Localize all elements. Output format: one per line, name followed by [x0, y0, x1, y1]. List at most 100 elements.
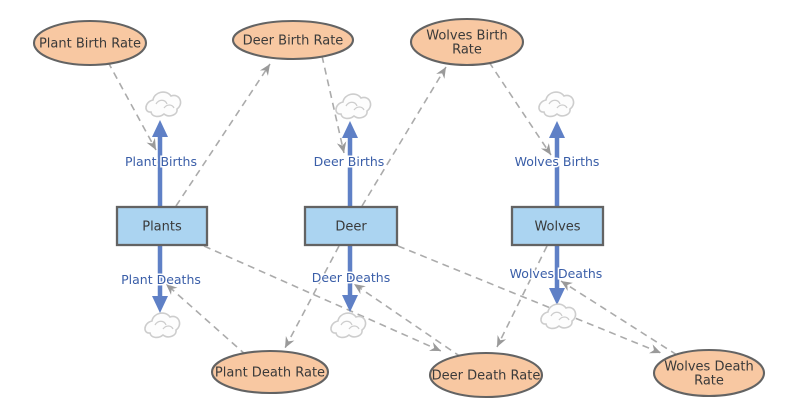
connector-plant-death-rate-to-plant-deaths[interactable] [163, 280, 247, 356]
cloud-puff [550, 311, 563, 317]
variable-ellipse[interactable] [652, 348, 766, 398]
flow-deer-deaths[interactable] [342, 245, 358, 312]
flow-label-plant-deaths[interactable]: Plant Deaths [120, 271, 203, 289]
flow-label-wolves-deaths[interactable]: Wolves Deaths [508, 265, 604, 283]
cloud-outline [330, 312, 367, 339]
connector-deer-to-wolves-death-rate[interactable] [397, 245, 663, 357]
cloud-outline [538, 91, 575, 118]
connector-line [165, 283, 247, 356]
connector-arrowhead-icon [649, 344, 661, 354]
connector-line [203, 245, 442, 352]
cloud-puff [155, 99, 168, 105]
cloud-icon-source-deer [335, 93, 372, 120]
cloud-icon-sink-deer [330, 312, 367, 339]
stock-label: Plants [142, 220, 182, 235]
connector-line [488, 61, 552, 156]
cloud-outline [145, 91, 182, 118]
connector-arrowhead-icon [146, 138, 156, 150]
variable-plant-death-rate[interactable]: Plant Death Rate [210, 349, 330, 395]
connector-deer-birth-rate-to-deer-births[interactable] [321, 55, 349, 154]
cloud-icon-source-plants [145, 91, 182, 118]
flow-plant-deaths[interactable] [152, 245, 168, 313]
variable-plant-birth-rate[interactable]: Plant Birth Rate [32, 19, 148, 67]
variable-ellipse[interactable] [32, 19, 148, 67]
stock-rect[interactable] [510, 205, 605, 247]
flow-arrowhead-icon [342, 121, 358, 138]
connector-arrowhead-icon [497, 335, 507, 347]
flow-label-deer-births[interactable]: Deer Births [312, 153, 386, 171]
flow-label-deer-deaths[interactable]: Deer Deaths [310, 269, 391, 287]
connector-plants-to-deer-death-rate[interactable] [203, 245, 443, 355]
connector-deer-to-plant-death-rate[interactable] [281, 245, 340, 350]
connector-arrowhead-icon [336, 141, 347, 153]
variable-ellipse[interactable] [210, 349, 330, 395]
variable-label: Plant Birth Rate [39, 37, 141, 52]
stock-label: Wolves [534, 220, 580, 235]
connector-arrowhead-icon [285, 336, 295, 348]
cloud-icon-sink-wolves [540, 303, 577, 330]
variable-ellipse[interactable] [231, 19, 355, 61]
cloud-puff [348, 325, 360, 330]
cloud-icon-sink-plants [144, 312, 181, 339]
flow-label-plant-births[interactable]: Plant Births [124, 153, 199, 171]
connector-arrowhead-icon [166, 284, 178, 295]
stock-wolves[interactable]: Wolves [510, 205, 605, 247]
cloud-puff [162, 325, 174, 330]
connector-deer-to-wolves-birth-rate[interactable] [361, 65, 450, 207]
variable-label: Rate [452, 43, 482, 58]
connector-plant-birth-rate-to-plant-births[interactable] [107, 61, 160, 152]
cloud-puff [548, 99, 561, 105]
connector-arrowhead-icon [259, 64, 270, 76]
connector-arrowhead-icon [540, 143, 551, 155]
connector-wolves-to-deer-death-rate[interactable] [493, 245, 548, 349]
flow-deer-births[interactable] [342, 121, 358, 207]
flow-wolves-births[interactable] [549, 121, 565, 207]
connector-line [353, 283, 462, 358]
flow-arrowhead-icon [152, 120, 168, 137]
connector-plants-to-deer-birth-rate[interactable] [175, 61, 274, 207]
stock-deer[interactable]: Deer [303, 205, 399, 247]
variable-deer-birth-rate[interactable]: Deer Birth Rate [231, 19, 355, 61]
connector-wolves-birth-rate-to-wolves-births[interactable] [488, 61, 555, 158]
cloud-puff [556, 104, 568, 109]
variable-label: Rate [694, 374, 724, 389]
connector-line [107, 61, 157, 151]
cloud-icon-source-wolves [538, 91, 575, 118]
flow-plant-births[interactable] [152, 120, 168, 207]
flow-label-wolves-births[interactable]: Wolves Births [513, 153, 601, 171]
flow-arrowhead-icon [549, 288, 565, 305]
variable-ellipse[interactable] [428, 351, 544, 399]
connector-arrowhead-icon [436, 67, 446, 79]
variable-deer-death-rate[interactable]: Deer Death Rate [428, 351, 544, 399]
connector-wolves-death-rate-to-wolves-deaths[interactable] [558, 277, 678, 356]
flow-wolves-deaths[interactable] [549, 245, 565, 305]
connector-line [175, 63, 271, 207]
connector-arrowhead-icon [561, 281, 573, 291]
cloud-puff [558, 316, 570, 321]
flow-arrowhead-icon [342, 295, 358, 312]
cloud-outline [540, 303, 577, 330]
cloud-outline [335, 93, 372, 120]
connector-arrowhead-icon [428, 342, 441, 351]
variable-label: Wolves Birth [426, 29, 507, 44]
stock-rect[interactable] [115, 205, 209, 247]
connector-line [361, 66, 447, 207]
cloud-puff [163, 104, 175, 109]
variable-label: Deer Death Rate [432, 369, 541, 384]
connector-line [560, 280, 678, 356]
connector-arrowhead-icon [354, 284, 366, 295]
variable-ellipse[interactable] [409, 17, 525, 67]
connector-line [496, 245, 548, 348]
stock-rect[interactable] [303, 205, 399, 247]
flow-arrowhead-icon [152, 296, 168, 313]
variable-label: Wolves Death [664, 360, 754, 375]
connector-deer-death-rate-to-deer-deaths[interactable] [351, 280, 462, 358]
stock-label: Deer [335, 220, 367, 235]
cloud-outline [144, 312, 181, 339]
stock-plants[interactable]: Plants [115, 205, 209, 247]
connector-line [284, 245, 340, 349]
